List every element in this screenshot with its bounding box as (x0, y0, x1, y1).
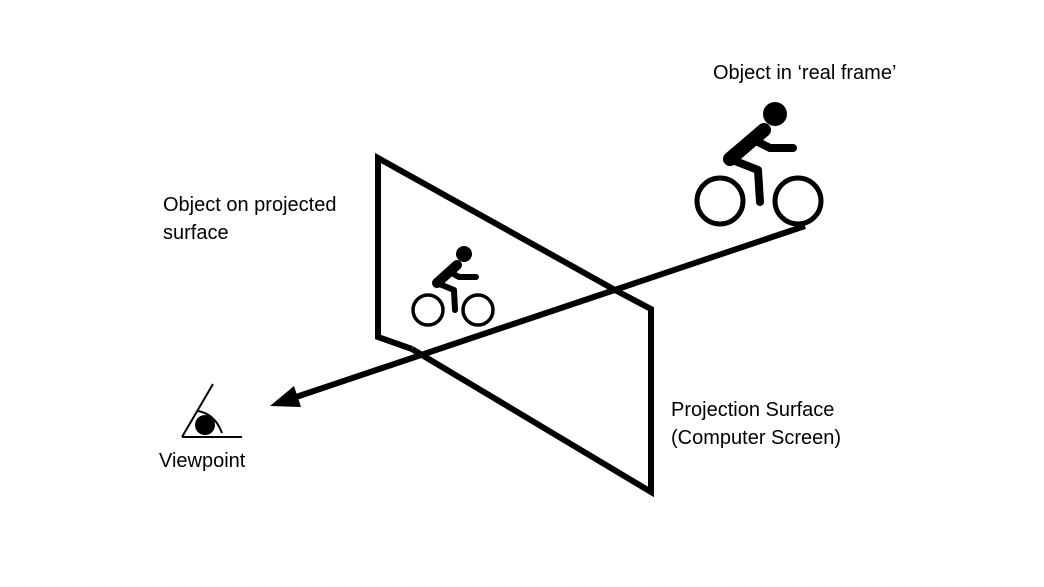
projected-object-label-line-2: surface (163, 222, 229, 244)
real-object-cyclist-icon (694, 102, 824, 227)
viewpoint-label: Viewpoint (159, 450, 246, 472)
real-object-label: Object in ‘real frame’ (713, 62, 897, 84)
projection-surface-back (375, 152, 617, 352)
ray-arrowhead (270, 386, 301, 407)
projected-object-cyclist-icon (411, 246, 495, 327)
projection-surface-label: Projection Surface (Computer Screen) (671, 396, 841, 452)
projection-surface-front (410, 287, 654, 498)
viewpoint-eye-icon (181, 383, 242, 438)
projection-surface-label-line-1: Projection Surface (671, 399, 835, 421)
projection-ray (292, 223, 806, 401)
projected-object-label: Object on projected surface (163, 191, 336, 247)
projected-object-label-line-1: Object on projected (163, 194, 337, 216)
projection-surface-label-line-2: (Computer Screen) (671, 427, 842, 449)
